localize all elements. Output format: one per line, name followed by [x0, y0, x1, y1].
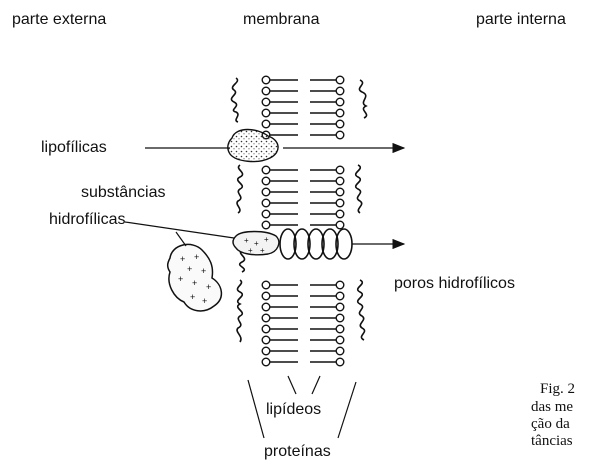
svg-text:+: + — [190, 292, 195, 302]
svg-text:+: + — [202, 296, 207, 306]
lipid-head — [262, 199, 270, 207]
lipid-head — [262, 347, 270, 355]
hydrophilic-pore — [280, 229, 352, 259]
lipid-head — [336, 87, 344, 95]
lipid-head — [262, 358, 270, 366]
svg-text:+: + — [254, 239, 259, 248]
lipid-row — [262, 188, 344, 196]
protein-strands-left — [231, 78, 244, 342]
lipid-head — [262, 336, 270, 344]
svg-text:+: + — [206, 282, 211, 292]
lipid-row — [262, 336, 344, 344]
lipid-row — [262, 210, 344, 218]
lipid-head — [336, 281, 344, 289]
lipid-head — [336, 76, 344, 84]
lipid-row — [262, 166, 344, 174]
svg-text:+: + — [192, 278, 197, 288]
lipid-row — [262, 292, 344, 300]
lipid-head — [262, 188, 270, 196]
lipid-row — [262, 177, 344, 185]
lipid-head — [336, 131, 344, 139]
lipid-row — [262, 199, 344, 207]
lipid-head — [336, 98, 344, 106]
svg-text:+: + — [264, 235, 269, 244]
lipid-head — [262, 281, 270, 289]
lipid-head — [336, 109, 344, 117]
svg-text:+: + — [187, 264, 192, 274]
lipid-head — [336, 188, 344, 196]
lipid-row — [262, 281, 344, 289]
lipid-head — [262, 98, 270, 106]
lipid-row — [262, 221, 344, 229]
lipid-head — [336, 210, 344, 218]
lipid-bilayer — [262, 76, 344, 366]
svg-text:+: + — [180, 254, 185, 264]
lipid-head — [336, 314, 344, 322]
blob-leader — [176, 232, 186, 246]
lipid-head — [262, 221, 270, 229]
lipid-row — [262, 76, 344, 84]
lipid-head — [262, 210, 270, 218]
lipid-head — [336, 303, 344, 311]
lipid-head — [336, 177, 344, 185]
lipid-row — [262, 131, 344, 139]
bottom-leaders — [248, 376, 356, 438]
lipid-head — [262, 120, 270, 128]
svg-text:+: + — [260, 246, 265, 255]
lipid-row — [262, 98, 344, 106]
lipid-head — [336, 199, 344, 207]
protein-strands-right — [356, 80, 367, 340]
lipid-head — [336, 336, 344, 344]
lipid-head — [262, 303, 270, 311]
lipid-head — [262, 87, 270, 95]
svg-text:+: + — [201, 266, 206, 276]
svg-text:+: + — [248, 246, 253, 255]
lipid-row — [262, 120, 344, 128]
lipid-head — [262, 314, 270, 322]
lipid-head — [336, 166, 344, 174]
lipid-head — [336, 120, 344, 128]
svg-text:+: + — [178, 274, 183, 284]
lipid-row — [262, 109, 344, 117]
lipid-head — [336, 325, 344, 333]
hydrophilic-leader — [125, 222, 234, 238]
lipid-head — [262, 292, 270, 300]
lipid-row — [262, 325, 344, 333]
lipid-head — [262, 325, 270, 333]
lipid-head — [262, 177, 270, 185]
lipid-head — [262, 76, 270, 84]
lipid-head — [336, 292, 344, 300]
lipid-row — [262, 87, 344, 95]
lipid-head — [262, 109, 270, 117]
lipid-row — [262, 347, 344, 355]
lipid-row — [262, 314, 344, 322]
svg-text:+: + — [194, 252, 199, 262]
lipid-row — [262, 303, 344, 311]
svg-text:+: + — [244, 236, 249, 245]
lipid-head — [336, 347, 344, 355]
lipid-head — [262, 166, 270, 174]
lipid-head — [336, 221, 344, 229]
lipid-head — [336, 358, 344, 366]
lipid-row — [262, 358, 344, 366]
